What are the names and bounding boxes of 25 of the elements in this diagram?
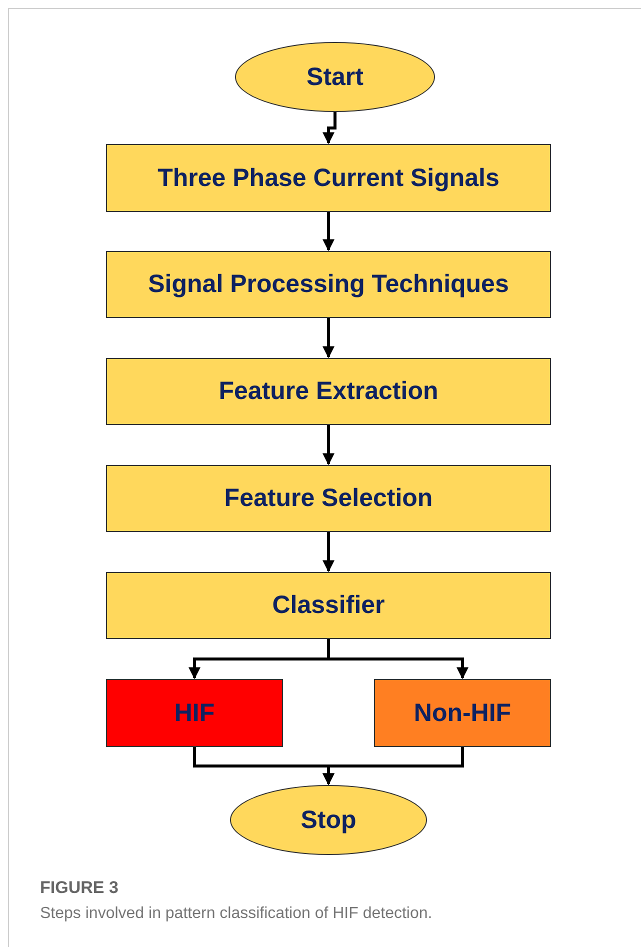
node-label: Signal Processing Techniques [148, 270, 509, 299]
arrow [322, 532, 334, 572]
figure-title: FIGURE 3 [40, 878, 118, 898]
process-box [106, 679, 283, 747]
process-box [106, 251, 551, 318]
arrow [322, 212, 334, 252]
node-label: Classifier [272, 591, 385, 620]
node-label: Feature Extraction [218, 377, 438, 406]
node-label: HIF [174, 698, 215, 728]
process-box [374, 679, 551, 747]
arrow [322, 112, 336, 144]
arrow [322, 747, 464, 786]
node-label: Stop [300, 806, 356, 834]
process-box [106, 572, 551, 639]
node-label: Feature Selection [224, 484, 433, 513]
process-box [106, 358, 551, 425]
node-label: Non-HIF [414, 698, 512, 728]
process-box [106, 465, 551, 532]
node-label: Three Phase Current Signals [158, 164, 500, 192]
process-box [106, 144, 551, 212]
arrow [327, 639, 468, 680]
arrow [322, 318, 334, 358]
arrow [322, 425, 334, 466]
node-label: Start [306, 62, 364, 92]
figure-caption: Steps involved in pattern classification of HIF detection. [40, 905, 432, 923]
